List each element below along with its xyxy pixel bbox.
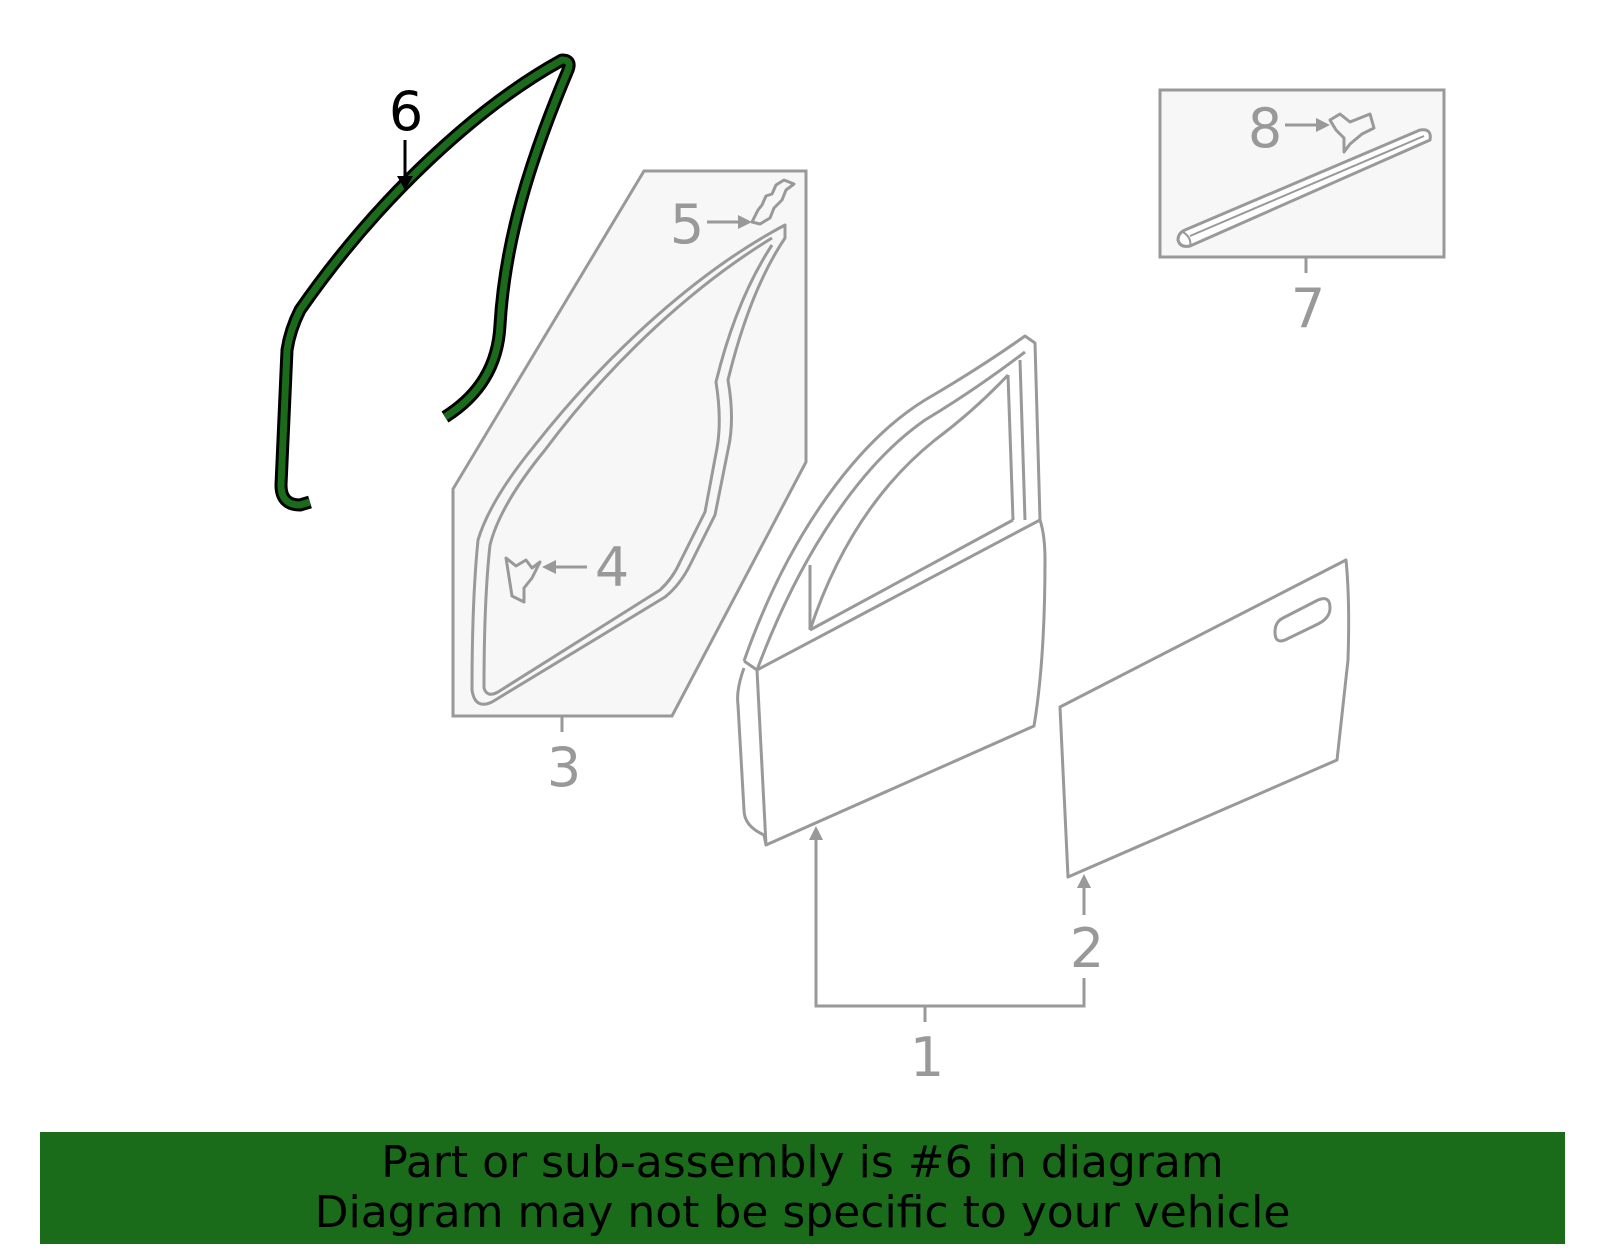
callout-6-arrow — [397, 140, 413, 190]
part-2-outer-panel[interactable] — [1058, 558, 1351, 879]
callout-4-arrow — [542, 560, 587, 574]
callout-6: 6 — [389, 80, 423, 143]
callout-4: 4 — [595, 536, 629, 599]
banner-line-2: Diagram may not be specific to your vehi… — [314, 1187, 1291, 1238]
callout-5-arrow — [707, 215, 752, 229]
part-1-door-shell[interactable] — [736, 334, 1047, 847]
callout-5: 5 — [670, 193, 704, 256]
banner-line-1: Part or sub-assembly is #6 in diagram — [381, 1137, 1224, 1188]
callout-8-arrow — [1285, 118, 1330, 132]
part-6-weatherstrip[interactable] — [274, 53, 576, 512]
callout-2: 2 — [1070, 917, 1104, 980]
part-3-door-seal-panel[interactable] — [451, 169, 808, 718]
callout-1-2-bracket — [809, 826, 1091, 1022]
callout-1: 1 — [910, 1026, 944, 1089]
info-banner: Part or sub-assembly is #6 in diagram Di… — [40, 1132, 1565, 1244]
part-7-molding-panel[interactable] — [1158, 88, 1446, 259]
callout-7: 7 — [1291, 277, 1325, 340]
callout-8: 8 — [1248, 97, 1282, 160]
callout-3: 3 — [547, 736, 581, 799]
